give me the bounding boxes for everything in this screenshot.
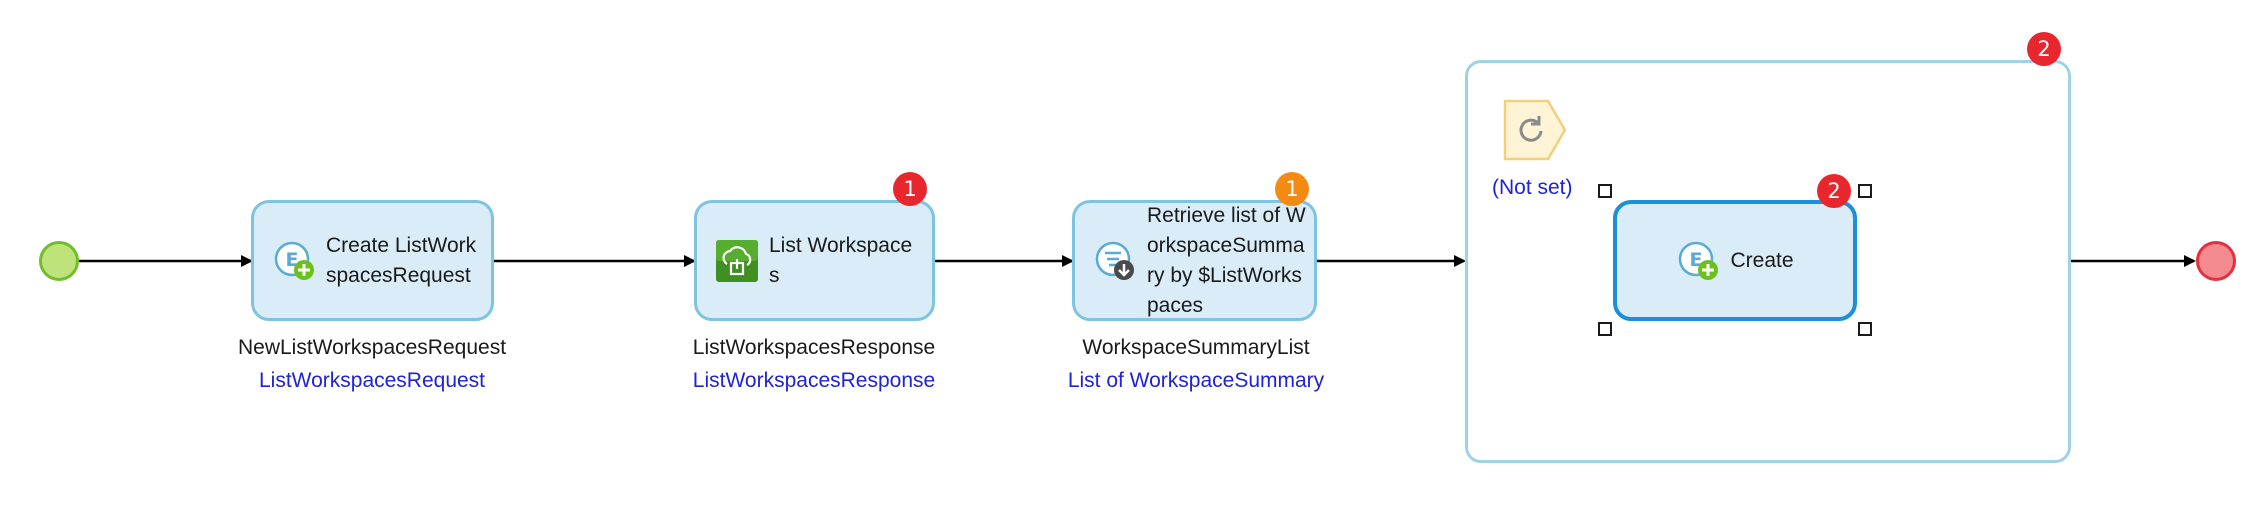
activity-list-workspaces-output-name: ListWorkspacesResponse: [692, 336, 936, 359]
error-badge[interactable]: 1: [893, 172, 927, 206]
loop-error-badge[interactable]: 2: [2027, 32, 2061, 66]
activity-retrieve-list[interactable]: Retrieve list of WorkspaceSummary by $Li…: [1072, 200, 1317, 321]
activity-retrieve-list-output-type: List of WorkspaceSummary: [1067, 369, 1325, 392]
start-event[interactable]: [39, 241, 79, 281]
activity-list-workspaces-output-type: ListWorkspacesResponse: [692, 369, 936, 392]
activity-create-in-loop[interactable]: E Create: [1613, 200, 1857, 321]
inner-activity-error-badge[interactable]: 2: [1817, 174, 1851, 208]
activity-create-request-output-name: NewListWorkspacesRequest: [237, 336, 507, 359]
activity-create-in-loop-label: Create: [1730, 248, 1794, 272]
loop-iterator-label: (Not set): [1492, 176, 1573, 199]
create-object-icon: E: [1679, 241, 1719, 280]
activity-list-workspaces[interactable]: List Workspaces: [694, 200, 935, 321]
activity-retrieve-list-label: Retrieve list of WorkspaceSummary by $Li…: [1147, 203, 1306, 317]
loop-iterator-icon[interactable]: [1502, 98, 1568, 162]
selection-handle-top-left[interactable]: [1598, 184, 1612, 198]
activity-create-request-output-type: ListWorkspacesRequest: [258, 369, 486, 392]
selection-handle-bottom-left[interactable]: [1598, 322, 1612, 336]
activity-create-request[interactable]: E Create ListWorkspacesRequest: [251, 200, 494, 321]
activity-list-workspaces-label: List Workspaces: [769, 233, 913, 287]
aws-cloud-action-icon: [716, 239, 758, 282]
warning-badge[interactable]: 1: [1275, 172, 1309, 206]
activity-create-request-label: Create ListWorkspacesRequest: [326, 233, 477, 287]
selection-handle-top-right[interactable]: [1858, 184, 1872, 198]
create-object-icon: E: [274, 241, 314, 280]
activity-retrieve-list-output-name: WorkspaceSummaryList: [1082, 336, 1310, 359]
end-event[interactable]: [2196, 241, 2236, 281]
selection-handle-bottom-right[interactable]: [1858, 322, 1872, 336]
retrieve-list-icon: [1095, 241, 1134, 280]
